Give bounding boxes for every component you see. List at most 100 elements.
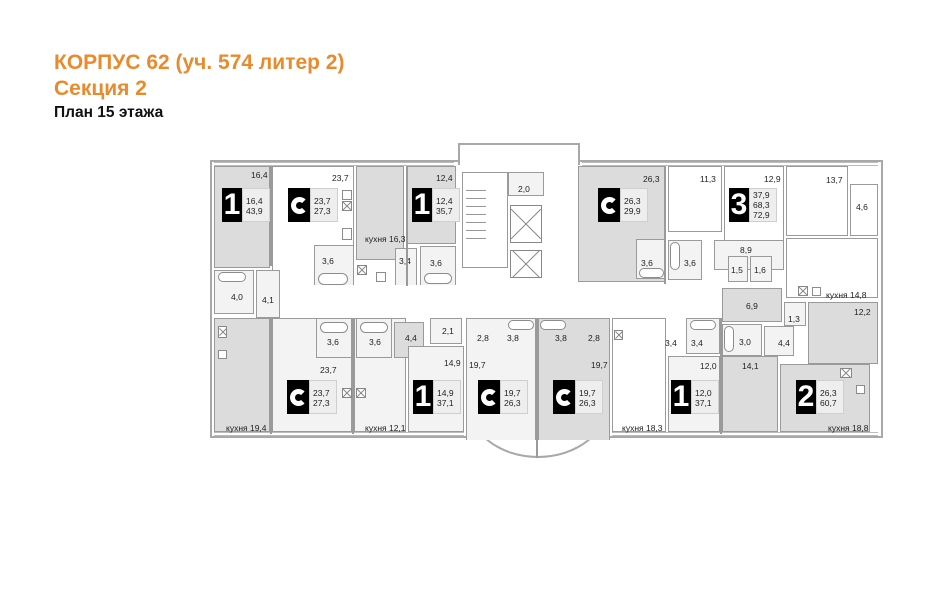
room-balcony-4-6[interactable] xyxy=(850,184,878,236)
area-label: 19,7 xyxy=(591,360,608,370)
apartment-badge[interactable]: 23,7 27,3 xyxy=(288,188,338,222)
area-label: 8,9 xyxy=(740,245,752,255)
area-label: 2,8 xyxy=(477,333,489,343)
room-closet-1-5[interactable] xyxy=(728,256,748,282)
bathtub-icon xyxy=(218,272,246,282)
badge-areas: 23,7 27,3 xyxy=(310,188,338,222)
area-label: 19,7 xyxy=(469,360,486,370)
room-wc-1-6[interactable] xyxy=(750,256,772,282)
bathtub-icon xyxy=(508,320,534,330)
wall xyxy=(664,166,666,284)
apartment-badge[interactable]: 2 26,3 60,7 xyxy=(796,380,844,414)
area-label: 1,6 xyxy=(754,265,766,275)
sink-icon xyxy=(342,201,352,211)
bathtub-icon xyxy=(670,242,680,270)
apartment-badge[interactable]: 19,7 26,3 xyxy=(553,380,603,414)
area-label: 11,3 xyxy=(700,174,716,184)
area-label: 12,0 xyxy=(700,361,717,371)
area-label: 2,1 xyxy=(442,326,454,336)
bathtub-icon xyxy=(724,326,734,352)
badge-areas: 37,9 68,3 72,9 xyxy=(749,188,777,222)
area-label: 16,4 xyxy=(251,170,268,180)
apartment-badge[interactable]: 23,7 27,3 xyxy=(287,380,337,414)
area-label: 2,8 xyxy=(588,333,600,343)
apartment-badge[interactable]: 1 12,0 37,1 xyxy=(671,380,719,414)
apartment-badge[interactable]: 26,3 29,9 xyxy=(598,188,648,222)
building-title: КОРПУС 62 (уч. 574 литер 2) xyxy=(54,51,345,74)
room-studio-19-7[interactable] xyxy=(538,318,610,440)
sink-icon xyxy=(357,265,367,275)
apartment-badge[interactable]: 1 14,9 37,1 xyxy=(413,380,461,414)
kitchen-label: кухня 14,8 xyxy=(826,290,867,300)
room-hall-8-9[interactable] xyxy=(714,240,784,270)
window xyxy=(612,432,878,436)
bathtub-icon xyxy=(360,322,388,333)
area-label: 13,7 xyxy=(826,175,843,185)
apartment-badge[interactable]: 19,7 26,3 xyxy=(478,380,528,414)
bathtub-icon xyxy=(690,320,716,330)
stove-icon xyxy=(856,385,865,394)
floor-plan-title: План 15 этажа xyxy=(54,104,164,121)
area-label: 4,6 xyxy=(856,202,868,212)
area-label: 3,4 xyxy=(691,338,703,348)
studio-icon xyxy=(598,188,620,222)
wall xyxy=(270,166,272,266)
stair-step xyxy=(466,190,486,191)
area-label: 12,2 xyxy=(854,307,871,317)
studio-icon xyxy=(287,380,309,414)
area-label: 1,3 xyxy=(788,314,800,324)
area-label: 3,0 xyxy=(739,337,751,347)
room-hall-4-4[interactable] xyxy=(764,326,794,356)
kitchen-label: кухня 19,4 xyxy=(226,423,267,433)
area-label: 3,4 xyxy=(399,256,411,266)
area-label: 6,9 xyxy=(746,301,758,311)
studio-icon xyxy=(478,380,500,414)
room-studio-19-7[interactable] xyxy=(466,318,536,440)
fridge-icon xyxy=(342,228,352,240)
area-label: 3,6 xyxy=(684,258,696,268)
stair-step xyxy=(466,222,486,223)
badge-areas: 12,0 37,1 xyxy=(691,380,719,414)
room-wc-1-3[interactable] xyxy=(784,302,806,326)
apartment-badge[interactable]: 1 12,4 35,7 xyxy=(412,188,460,222)
room-bedroom-11-3[interactable] xyxy=(668,166,722,232)
rooms-count: 3 xyxy=(729,188,749,222)
area-label: 3,6 xyxy=(641,258,653,268)
wall xyxy=(406,166,408,286)
badge-areas: 26,3 60,7 xyxy=(816,380,844,414)
room-storage-2-1[interactable] xyxy=(430,318,462,344)
core-protrusion xyxy=(458,143,580,165)
room-storage-6-9[interactable] xyxy=(722,288,782,322)
area-label: 4,1 xyxy=(262,295,274,305)
apartment-badge[interactable]: 1 16,4 43,9 xyxy=(222,188,270,222)
stair-step xyxy=(466,214,486,215)
apartment-badge[interactable]: 3 37,9 68,3 72,9 xyxy=(729,188,777,222)
area-label: 3,8 xyxy=(507,333,519,343)
elevator-icon xyxy=(510,250,542,278)
room-lobby-2-0[interactable] xyxy=(508,172,544,196)
area-label: 26,3 xyxy=(643,174,660,184)
room-hall-4-1[interactable] xyxy=(256,270,280,318)
rooms-count: 2 xyxy=(796,380,816,414)
room-bedroom-12-2[interactable] xyxy=(808,302,878,364)
badge-areas: 14,9 37,1 xyxy=(433,380,461,414)
area-label: 1,5 xyxy=(731,265,743,275)
stove-icon xyxy=(376,272,386,282)
area-label: 12,4 xyxy=(436,173,453,183)
stair-step xyxy=(466,198,486,199)
stair-step xyxy=(466,230,486,231)
stairwell xyxy=(462,172,508,268)
badge-areas: 23,7 27,3 xyxy=(309,380,337,414)
kitchen-label: кухня 18,3 xyxy=(622,423,663,433)
stair-step xyxy=(466,206,486,207)
room-bedroom-14-1[interactable] xyxy=(722,356,778,432)
sink-icon xyxy=(798,286,808,296)
kitchen-label: кухня 18,8 xyxy=(828,423,869,433)
bathtub-icon xyxy=(540,320,566,330)
area-label: 23,7 xyxy=(320,365,337,375)
room-kitchen-16-3[interactable] xyxy=(356,166,404,260)
room-bedroom-13-7[interactable] xyxy=(786,166,848,236)
area-label: 4,0 xyxy=(231,292,243,302)
section-title: Секция 2 xyxy=(54,77,147,100)
